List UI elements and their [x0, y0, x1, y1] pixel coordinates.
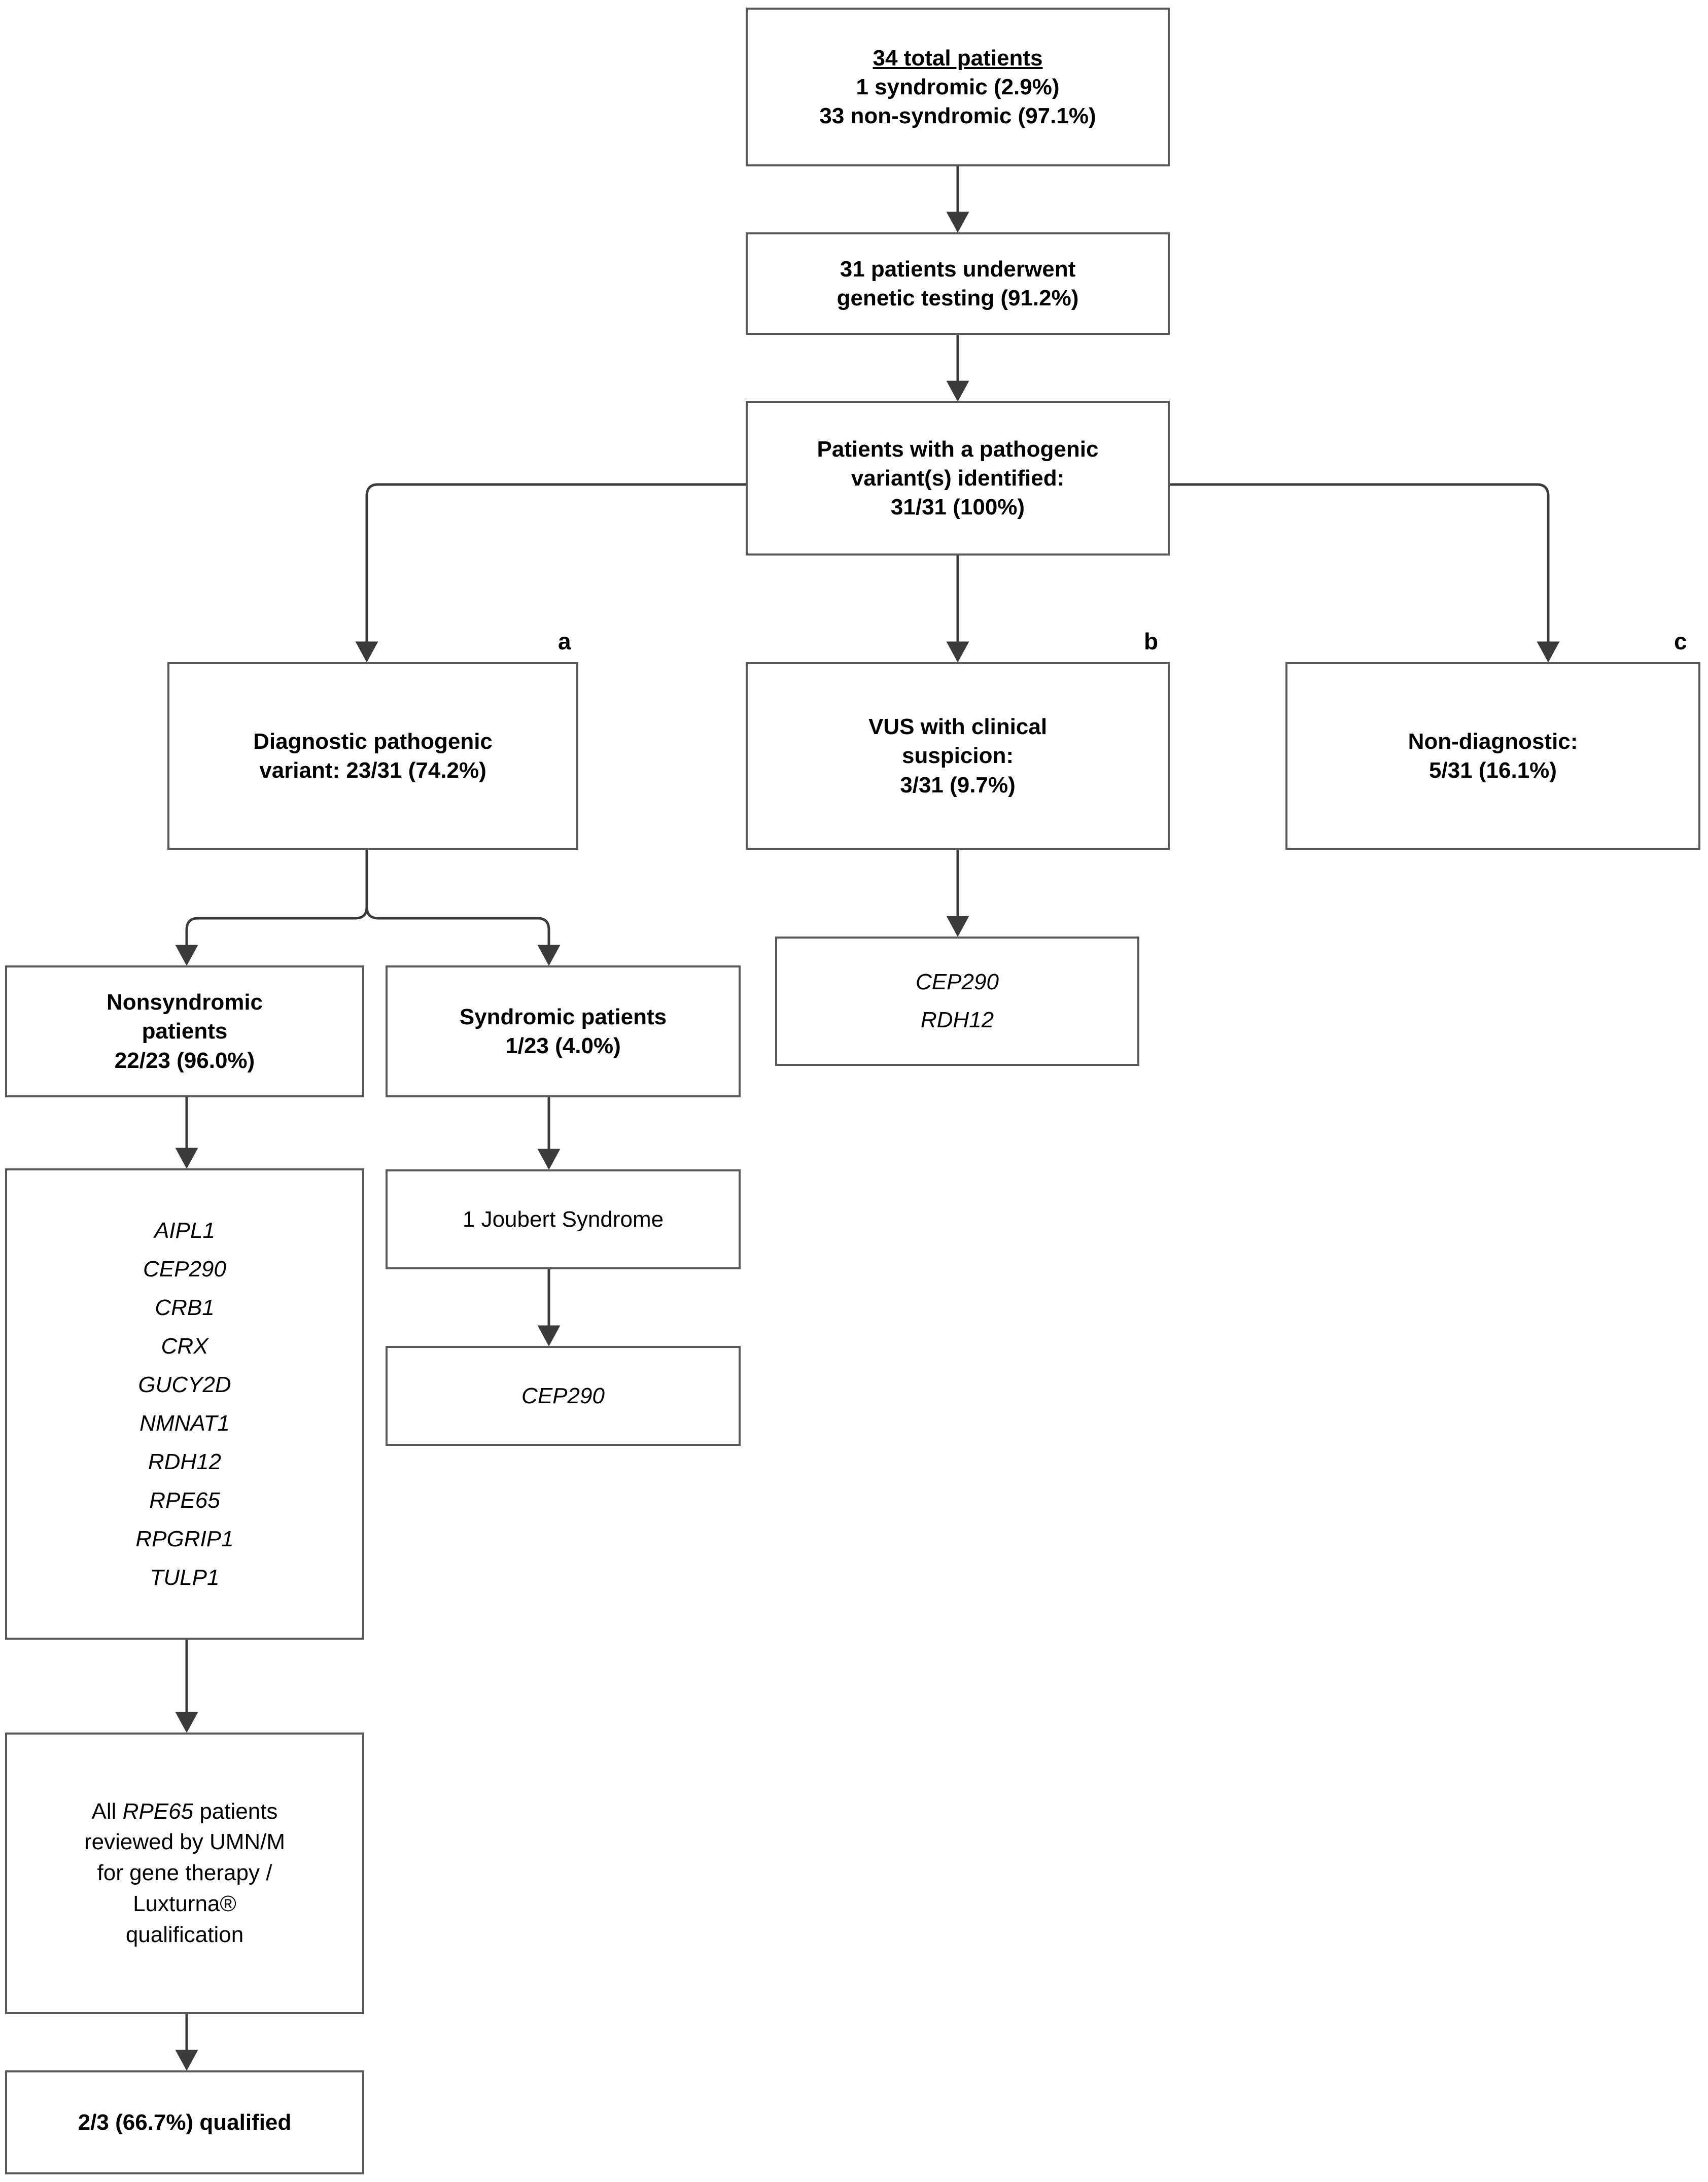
syndromic-patients-line-1: 1/23 (4.0%): [505, 1033, 621, 1058]
nonsyndromic-patients-line-1: patients: [142, 1019, 228, 1044]
gene-item-9: TULP1: [150, 1565, 220, 1590]
node-joubert-gene: CEP290: [386, 1346, 741, 1446]
pathogenic-variant-line-0: Patients with a pathogenic: [817, 436, 1099, 462]
rpe65-review-line-2: for gene therapy /: [97, 1860, 272, 1886]
total-patients-line-0: 34 total patients: [873, 45, 1043, 71]
vus-genes-line-0: CEP290: [916, 969, 999, 994]
pathogenic-variant-line-2: 31/31 (100%): [890, 495, 1025, 520]
genetic-testing-line-1: genetic testing (91.2%): [836, 286, 1079, 310]
pathogenic-variant-line-1: variant(s) identified:: [851, 465, 1065, 491]
rpe65-review-line-4: qualification: [125, 1922, 244, 1947]
node-pathogenic-variant: Patients with a pathogenic variant(s) id…: [746, 401, 1170, 556]
branch-c-line-1: 5/31 (16.1%): [1429, 758, 1557, 783]
rpe65-review-line-1: reviewed by UMN/M: [84, 1829, 286, 1855]
node-vus-genes: CEP290 RDH12: [775, 937, 1139, 1066]
gene-item-0: AIPL1: [154, 1218, 215, 1243]
gene-item-2: CRB1: [155, 1295, 215, 1320]
node-syndromic-patients: Syndromic patients 1/23 (4.0%): [386, 965, 741, 1097]
vus-genes-line-1: RDH12: [920, 1007, 994, 1032]
qualified-result-label: 2/3 (66.7%) qualified: [78, 2109, 292, 2135]
joubert-gene-label: CEP290: [521, 1383, 605, 1408]
nonsyndromic-patients-line-0: Nonsyndromic: [106, 990, 263, 1015]
branch-b-tag: b: [1144, 628, 1159, 654]
syndromic-patients-line-0: Syndromic patients: [459, 1004, 667, 1029]
branch-b-line-0: VUS with clinical: [868, 714, 1048, 740]
gene-item-8: RPGRIP1: [135, 1526, 234, 1551]
connector-pathogenic-to-a: [355, 483, 746, 663]
gene-item-7: RPE65: [149, 1487, 220, 1513]
node-branch-b: VUS with clinical suspicion: 3/31 (9.7%): [746, 662, 1170, 850]
node-joubert-syndrome: 1 Joubert Syndrome: [386, 1169, 741, 1269]
node-rpe65-review: All RPE65 patients reviewed by UMN/M for…: [5, 1733, 364, 2014]
node-branch-a: Diagnostic pathogenic variant: 23/31 (74…: [167, 662, 578, 850]
connector-a-split-right: [365, 850, 561, 966]
node-qualified-result: 2/3 (66.7%) qualified: [5, 2070, 364, 2174]
node-nonsyndromic-patients: Nonsyndromic patients 22/23 (96.0%): [5, 965, 364, 1097]
gene-item-4: GUCY2D: [138, 1372, 231, 1397]
node-branch-c: Non-diagnostic: 5/31 (16.1%): [1285, 662, 1700, 850]
gene-item-3: CRX: [161, 1333, 208, 1359]
joubert-syndrome-label: 1 Joubert Syndrome: [462, 1206, 664, 1232]
genetic-testing-line-0: 31 patients underwent: [840, 256, 1076, 282]
branch-c-tag: c: [1674, 628, 1687, 654]
total-patients-line-1: 1 syndromic (2.9%): [856, 74, 1060, 99]
gene-item-6: RDH12: [148, 1449, 222, 1474]
gene-item-1: CEP290: [143, 1256, 226, 1282]
node-total-patients: 34 total patients 1 syndromic (2.9%) 33 …: [746, 8, 1170, 166]
rpe65-review-line-3: Luxturna®: [133, 1891, 236, 1916]
branch-a-line-1: variant: 23/31 (74.2%): [259, 758, 486, 783]
node-genetic-testing: 31 patients underwent genetic testing (9…: [746, 232, 1170, 335]
connector-pathogenic-to-c: [1170, 483, 1560, 663]
total-patients-line-2: 33 non-syndromic (97.1%): [819, 103, 1096, 129]
nonsyndromic-patients-line-2: 22/23 (96.0%): [114, 1048, 255, 1073]
gene-item-5: NMNAT1: [140, 1410, 230, 1436]
node-nonsyndromic-genes: AIPL1 CEP290 CRB1 CRX GUCY2D NMNAT1 RDH1…: [5, 1168, 364, 1640]
connector-a-split-left: [175, 850, 368, 966]
branch-b-line-2: 3/31 (9.7%): [900, 772, 1016, 798]
branch-a-line-0: Diagnostic pathogenic: [253, 729, 493, 754]
branch-c-line-0: Non-diagnostic:: [1408, 729, 1578, 754]
branch-a-tag: a: [558, 628, 571, 654]
branch-b-line-1: suspicion:: [901, 743, 1014, 769]
rpe65-review-line-0: All RPE65 patients: [91, 1798, 278, 1824]
